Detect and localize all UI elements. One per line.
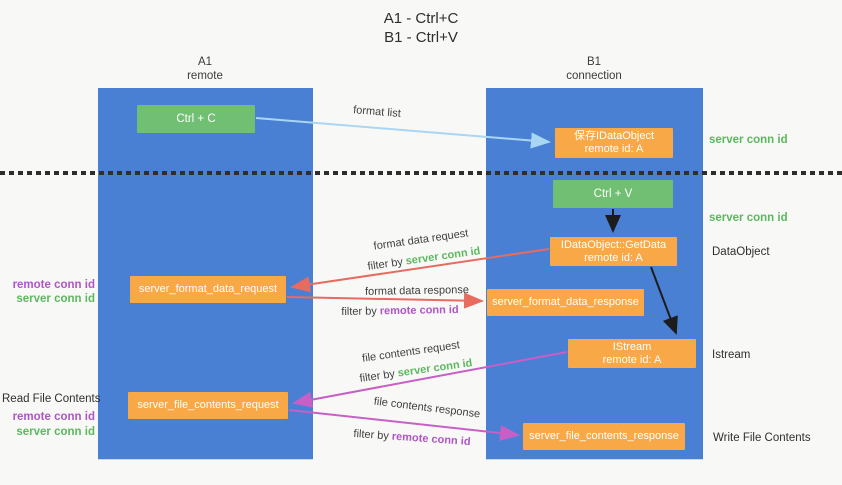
column-b-header: B1 connection [494, 55, 694, 83]
filter-key-remote-conn-id: remote conn id [379, 303, 459, 318]
column-b-name: B1 [586, 56, 602, 68]
node-ctrl-c: Ctrl + C [137, 105, 255, 133]
title-line-1: A1 - Ctrl+C [383, 10, 459, 27]
annotation-read-file-contents: Read File Contents [2, 393, 101, 405]
edge-label-file-contents-response: file contents response [373, 395, 481, 421]
node-server-format-data-request-label: server_format_data_request [138, 283, 278, 295]
node-istream-line1: IStream [612, 340, 652, 353]
node-server-file-contents-request-label: server_file_contents_request [137, 399, 279, 411]
annotation-remote-conn-id-top: remote conn id [12, 279, 95, 291]
node-save-idataobject-line1: 保存IDataObject [573, 130, 655, 142]
node-server-file-contents-request: server_file_contents_request [128, 392, 288, 419]
annotation-server-conn-id-left-bottom: server conn id [16, 426, 95, 438]
arrow-format-data-response [286, 292, 484, 309]
edge-label-format-list: format list [352, 104, 402, 120]
node-server-format-data-response: server_format_data_response [487, 289, 644, 316]
filter-by-text: filter by [341, 305, 377, 319]
column-a-name: A1 [197, 56, 213, 68]
column-a-header: A1 remote [105, 55, 305, 83]
node-idataobject-getdata-line1: IDataObject::GetData [560, 238, 667, 251]
filter-by-text: filter by [353, 427, 390, 443]
annotation-server-conn-id-mid: server conn id [709, 212, 788, 224]
title-line-2: B1 - Ctrl+V [384, 29, 458, 46]
edge-label-format-data-response: format data response [364, 284, 470, 298]
column-a-subtitle: remote [187, 70, 223, 82]
node-istream: IStream remote id: A [568, 339, 696, 368]
node-idataobject-getdata-line2: remote id: A [584, 251, 643, 264]
node-idataobject-getdata: IDataObject::GetData remote id: A [550, 237, 677, 266]
node-server-file-contents-response-label: server_file_contents_response [529, 430, 679, 442]
annotation-dataobject: DataObject [712, 246, 770, 258]
node-ctrl-c-label: Ctrl + C [176, 112, 216, 125]
diagram-title: A1 - Ctrl+C B1 - Ctrl+V [0, 9, 842, 47]
filter-by-text: filter by [358, 368, 396, 385]
annotation-server-conn-id-top: server conn id [709, 134, 788, 146]
annotation-write-file-contents: Write File Contents [713, 432, 811, 444]
annotation-remote-conn-id-bottom: remote conn id [12, 411, 95, 423]
node-istream-line2: remote id: A [602, 353, 662, 366]
node-ctrl-v-label: Ctrl + V [593, 187, 633, 200]
node-server-file-contents-response: server_file_contents_response [523, 423, 685, 450]
filter-key-server-conn-id: server conn id [396, 357, 474, 380]
annotation-server-conn-id-left-top: server conn id [16, 293, 95, 305]
column-b-subtitle: connection [566, 70, 622, 82]
node-ctrl-v: Ctrl + V [553, 180, 673, 208]
node-server-format-data-request: server_format_data_request [130, 276, 286, 303]
filter-key-server-conn-id: server conn id [404, 245, 482, 268]
machine-boundary-dotted-line [0, 171, 842, 175]
annotation-istream: Istream [712, 349, 751, 361]
node-server-format-data-response-label: server_format_data_response [492, 296, 639, 308]
filter-by-text: filter by [366, 256, 404, 273]
node-save-idataobject: 保存IDataObject remote id: A [555, 128, 673, 158]
node-save-idataobject-line2: remote id: A [584, 143, 644, 155]
filter-key-remote-conn-id: remote conn id [391, 430, 471, 449]
